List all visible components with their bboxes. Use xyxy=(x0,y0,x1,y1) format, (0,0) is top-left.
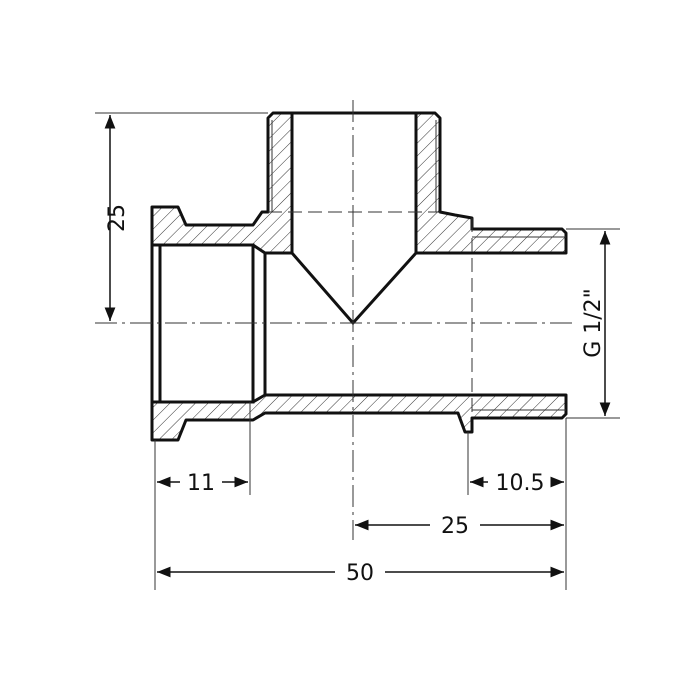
dim-text-branch-height: 25 xyxy=(105,204,130,232)
dim-text-50: 50 xyxy=(346,561,374,586)
dim-text-thread: G 1/2" xyxy=(581,288,606,358)
upper-right-wall xyxy=(414,111,568,255)
dim-text-10-5: 10.5 xyxy=(496,471,545,496)
drill-cone xyxy=(290,251,418,326)
upper-left-wall xyxy=(150,111,294,255)
dim-text-25: 25 xyxy=(441,514,469,539)
fitting-body xyxy=(150,111,568,442)
dim-text-11: 11 xyxy=(187,471,215,496)
